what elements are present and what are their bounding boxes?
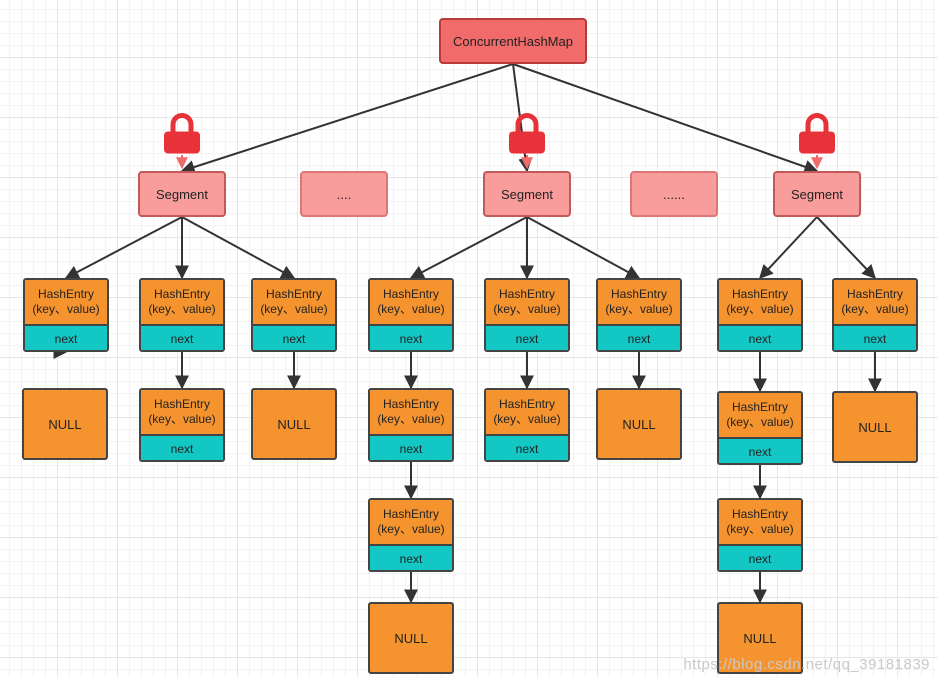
hash-entry-title: HashEntry [153, 397, 211, 411]
hash-entry: HashEntry(key、value) next [368, 388, 454, 462]
hash-entry: HashEntry(key、value) next [139, 388, 225, 462]
null-node: NULL [596, 388, 682, 460]
hash-entry-title: HashEntry [382, 507, 440, 521]
hash-entry: HashEntry(key、value) next [251, 278, 337, 352]
hash-entry-kv: (key、value) [148, 302, 216, 316]
hash-entry-kv: (key、value) [605, 302, 673, 316]
edge-root-seg1 [180, 63, 514, 174]
null-node: NULL [22, 388, 108, 460]
segment-node-3: Segment [773, 171, 861, 217]
lock-icon [509, 113, 545, 154]
hash-entry-title: HashEntry [498, 287, 556, 301]
next-pointer: next [370, 434, 452, 460]
concurrent-hashmap-node: ConcurrentHashMap [439, 18, 587, 64]
next-pointer: next [486, 324, 568, 350]
null-node: NULL [832, 391, 918, 463]
hash-entry-kv: (key、value) [726, 522, 794, 536]
next-pointer: next [370, 324, 452, 350]
lock-icon [799, 113, 835, 154]
hash-entry-title: HashEntry [610, 287, 668, 301]
next-pointer: next [25, 324, 107, 350]
hash-entry-kv: (key、value) [726, 302, 794, 316]
hash-entry-title: HashEntry [37, 287, 95, 301]
hash-entry-kv: (key、value) [726, 415, 794, 429]
hash-entry: HashEntry(key、value) next [23, 278, 109, 352]
hash-entry: HashEntry(key、value) next [484, 278, 570, 352]
edge-root-seg3 [512, 63, 819, 174]
hash-entry-title: HashEntry [731, 287, 789, 301]
next-pointer: next [598, 324, 680, 350]
hash-entry-kv: (key、value) [32, 302, 100, 316]
hash-entry: HashEntry(key、value) next [368, 278, 454, 352]
hash-entry-title: HashEntry [498, 397, 556, 411]
next-pointer: next [141, 434, 223, 460]
hash-entry: HashEntry(key、value) next [717, 498, 803, 572]
hash-entry: HashEntry(key、value) next [832, 278, 918, 352]
hash-entry: HashEntry(key、value) next [139, 278, 225, 352]
watermark-text: https://blog.csdn.net/qq_39181839 [683, 656, 930, 673]
hash-entry-kv: (key、value) [841, 302, 909, 316]
hash-entry-title: HashEntry [382, 397, 440, 411]
hash-entry-kv: (key、value) [148, 412, 216, 426]
edge-seg2-e3 [526, 216, 641, 279]
edge-seg3-e2 [816, 216, 876, 280]
segment-ellipsis-1: .... [300, 171, 388, 217]
edge-seg1-e1 [64, 216, 183, 279]
next-pointer: next [370, 544, 452, 570]
hash-entry: HashEntry(key、value) next [484, 388, 570, 462]
next-pointer: next [719, 324, 801, 350]
lock-icon [164, 113, 200, 154]
hash-entry-kv: (key、value) [377, 412, 445, 426]
null-node: NULL [251, 388, 337, 460]
null-node: NULL [368, 602, 454, 674]
next-pointer: next [719, 544, 801, 570]
hash-entry-kv: (key、value) [377, 302, 445, 316]
edge-seg3-e1 [759, 216, 818, 280]
hash-entry-title: HashEntry [382, 287, 440, 301]
hash-entry: HashEntry(key、value) next [368, 498, 454, 572]
hash-entry: HashEntry(key、value) next [717, 391, 803, 465]
edge-seg1-e3 [181, 216, 296, 279]
hash-entry-kv: (key、value) [493, 302, 561, 316]
segment-node-2: Segment [483, 171, 571, 217]
next-pointer: next [834, 324, 916, 350]
hash-entry-kv: (key、value) [493, 412, 561, 426]
hash-entry-title: HashEntry [153, 287, 211, 301]
next-pointer: next [141, 324, 223, 350]
next-pointer: next [719, 437, 801, 463]
hash-entry-kv: (key、value) [377, 522, 445, 536]
hash-entry-kv: (key、value) [260, 302, 328, 316]
edge-seg2-e1 [409, 216, 528, 279]
hash-entry-title: HashEntry [731, 507, 789, 521]
hash-entry-title: HashEntry [731, 400, 789, 414]
hash-entry-title: HashEntry [265, 287, 323, 301]
null-node: NULL [717, 602, 803, 674]
segment-ellipsis-2: ...... [630, 171, 718, 217]
next-pointer: next [253, 324, 335, 350]
hash-entry: HashEntry(key、value) next [596, 278, 682, 352]
segment-node-1: Segment [138, 171, 226, 217]
hash-entry: HashEntry(key、value) next [717, 278, 803, 352]
next-pointer: next [486, 434, 568, 460]
hash-entry-title: HashEntry [846, 287, 904, 301]
